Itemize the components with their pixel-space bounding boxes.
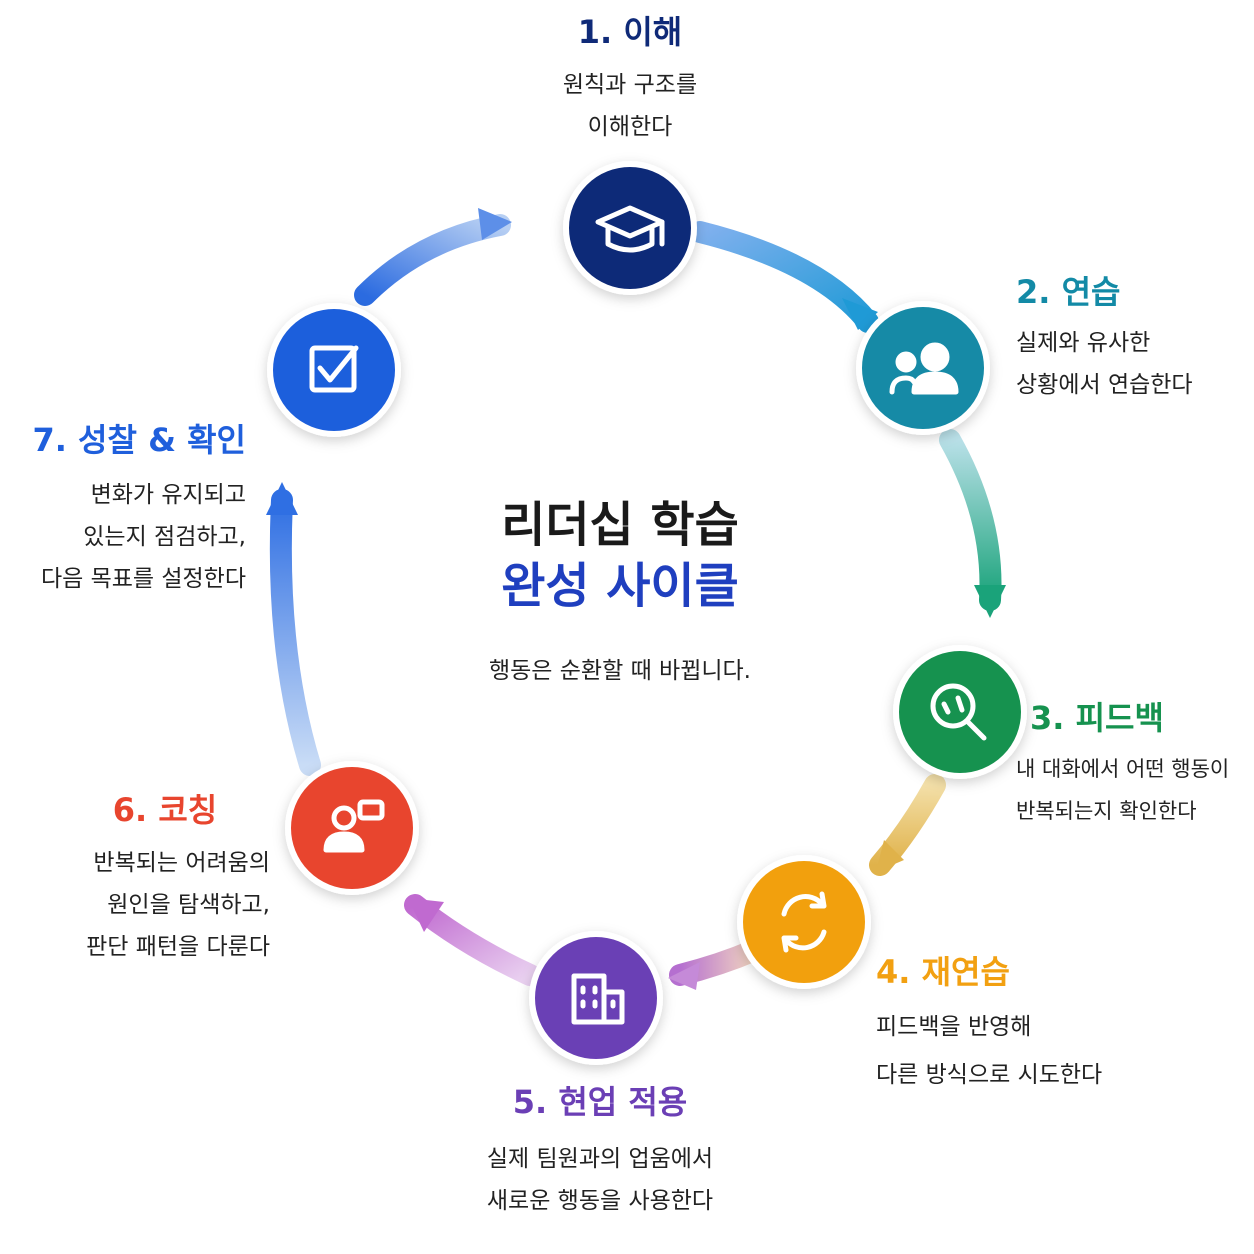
step-7-label: 7. 성찰 & 확인 변화가 유지되고 있는지 점검하고, 다음 목표를 설정한… (10, 420, 246, 600)
step-1-title: 1. 이해 (577, 13, 683, 51)
center-title-line1: 리더십 학습 (501, 497, 739, 553)
node-6-circle (285, 761, 419, 895)
arrow-6-to-7 (269, 489, 321, 776)
step-3-desc-line2: 반복되는지 확인한다 (1016, 799, 1197, 823)
arrowhead-5 (668, 962, 700, 990)
step-4-title: 4. 재연습 (876, 953, 1010, 991)
step-3-desc-line1: 내 대화에서 어떤 행동이 (1016, 757, 1230, 781)
checkbox-icon (309, 345, 359, 393)
magnifier-icon (930, 683, 987, 741)
step-5-label: 5. 현업 적용 실제 팀원과의 업움에서 새로운 행동을 사용한다 (430, 1082, 770, 1222)
center-title-block: 리더십 학습 완성 사이클 행동은 순환할 때 바뀝니다. (420, 495, 820, 685)
step-5-title: 5. 현업 적용 (512, 1083, 688, 1121)
center-subtitle: 행동은 순환할 때 바뀝니다. (488, 658, 751, 684)
node-5-circle (529, 931, 663, 1065)
arrowhead-7 (266, 482, 298, 515)
step-2-desc-line1: 실제와 유사한 (1016, 330, 1151, 356)
coach-icon (323, 799, 385, 853)
step-3-title: 3. 피드백 (1030, 699, 1164, 737)
step-7-desc-line2: 있는지 점검하고, (83, 524, 246, 550)
step-5-desc-line1: 실제 팀원과의 업움에서 (486, 1146, 714, 1172)
node-2-circle (856, 301, 990, 435)
step-4-desc-line1: 피드백을 반영해 (876, 1014, 1032, 1040)
people-icon (889, 342, 959, 395)
step-6-desc-line1: 반복되는 어려움의 (93, 850, 270, 876)
arrowhead-3 (974, 585, 1006, 618)
step-2-title: 2. 연습 (1016, 273, 1121, 311)
step-3-label: 3. 피드백 내 대화에서 어떤 행동이 반복되는지 확인한다 (1016, 698, 1250, 832)
step-1-desc-line1: 원칙과 구조를 (562, 72, 698, 98)
arrow-1-to-2 (689, 221, 879, 333)
step-6-desc-line3: 판단 패턴을 다룬다 (86, 934, 270, 960)
step-2-desc-line2: 상황에서 연습한다 (1016, 372, 1193, 398)
arrowhead-1 (478, 208, 512, 240)
arrowhead-2 (842, 298, 878, 330)
node-1-circle (563, 161, 697, 295)
node-4-circle (737, 855, 871, 989)
arrow-7-to-1 (354, 214, 511, 306)
refresh-icon (781, 891, 827, 953)
node-3-circle (893, 645, 1027, 779)
step-6-desc-line2: 원인을 탐색하고, (107, 892, 270, 918)
center-title-line2: 완성 사이클 (501, 558, 739, 614)
step-4-desc-line2: 다른 방식으로 시도한다 (876, 1062, 1103, 1088)
step-6-label: 6. 코칭 반복되는 어려움의 원인을 탐색하고, 판단 패턴을 다룬다 (20, 790, 270, 968)
step-6-title: 6. 코칭 (112, 791, 218, 829)
step-4-label: 4. 재연습 피드백을 반영해 다른 방식으로 시도한다 (876, 952, 1196, 1096)
step-1-desc-line2: 이해한다 (587, 114, 673, 140)
arrowhead-4 (876, 840, 904, 872)
step-1-label: 1. 이해 원칙과 구조를 이해한다 (480, 12, 780, 148)
step-5-desc-line2: 새로운 행동을 사용한다 (486, 1188, 714, 1214)
arrowhead-6 (408, 898, 444, 932)
step-7-desc-line3: 다음 목표를 설정한다 (40, 566, 246, 592)
graduation-cap-icon (595, 205, 665, 253)
node-7-circle (267, 303, 401, 437)
step-7-desc-line1: 변화가 유지되고 (90, 482, 246, 508)
building-icon (571, 973, 625, 1025)
step-2-label: 2. 연습 실제와 유사한 상황에서 연습한다 (1016, 272, 1246, 406)
step-7-title: 7. 성찰 & 확인 (32, 421, 246, 459)
arrow-2-to-3 (939, 429, 1002, 611)
